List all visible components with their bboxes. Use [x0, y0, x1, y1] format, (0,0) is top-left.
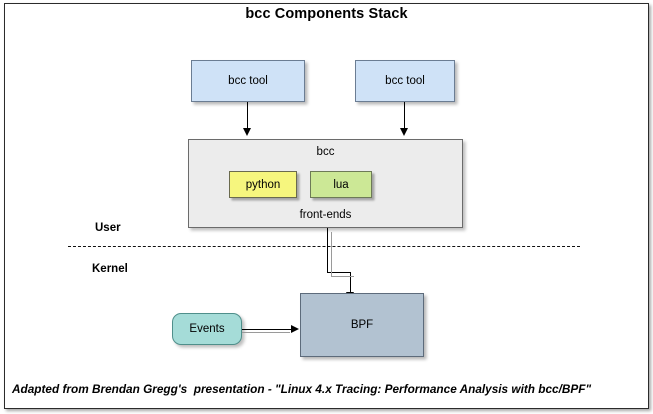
- page-title: bcc Components Stack: [245, 6, 408, 22]
- node-label: lua: [333, 178, 349, 191]
- node-bcc-tool-right[interactable]: bcc tool: [355, 60, 455, 102]
- connector-bcc-to-bpf-seg2: [327, 272, 351, 274]
- connector-bcc-to-bpf-ghost-seg1: [330, 232, 332, 276]
- connector-bcc-to-bpf-ghost-seg2: [330, 275, 354, 277]
- node-label: Events: [189, 323, 225, 335]
- group-label-bcc: bcc: [316, 146, 335, 158]
- zone-label-user: User: [95, 222, 121, 234]
- connector-bcc-to-bpf-seg1: [327, 228, 329, 273]
- node-lua[interactable]: lua: [310, 171, 372, 198]
- group-label-front-ends: front-ends: [299, 209, 352, 221]
- arrowhead-tool-right-to-bcc: [399, 128, 408, 136]
- node-python[interactable]: python: [229, 171, 297, 198]
- node-label: python: [245, 178, 281, 191]
- arrowhead-events-to-bpf: [291, 325, 299, 334]
- footer-attribution: Adapted from Brendan Gregg's presentatio…: [12, 382, 592, 396]
- node-label: bcc tool: [228, 75, 268, 87]
- node-label: bcc tool: [385, 75, 425, 87]
- connector-events-to-bpf: [242, 329, 292, 331]
- node-label: BPF: [350, 319, 374, 331]
- node-bpf[interactable]: BPF: [300, 293, 424, 357]
- arrowhead-tool-left-to-bcc: [242, 128, 251, 136]
- user-kernel-divider: [68, 246, 580, 247]
- connector-events-to-bpf-ghost: [242, 332, 290, 333]
- connector-tool-right-to-bcc: [404, 102, 406, 129]
- connector-bcc-to-bpf-seg3: [350, 272, 352, 294]
- node-bcc-tool-left[interactable]: bcc tool: [191, 60, 305, 102]
- zone-label-kernel: Kernel: [92, 263, 128, 275]
- connector-tool-left-to-bcc: [247, 102, 249, 129]
- node-events[interactable]: Events: [172, 313, 242, 345]
